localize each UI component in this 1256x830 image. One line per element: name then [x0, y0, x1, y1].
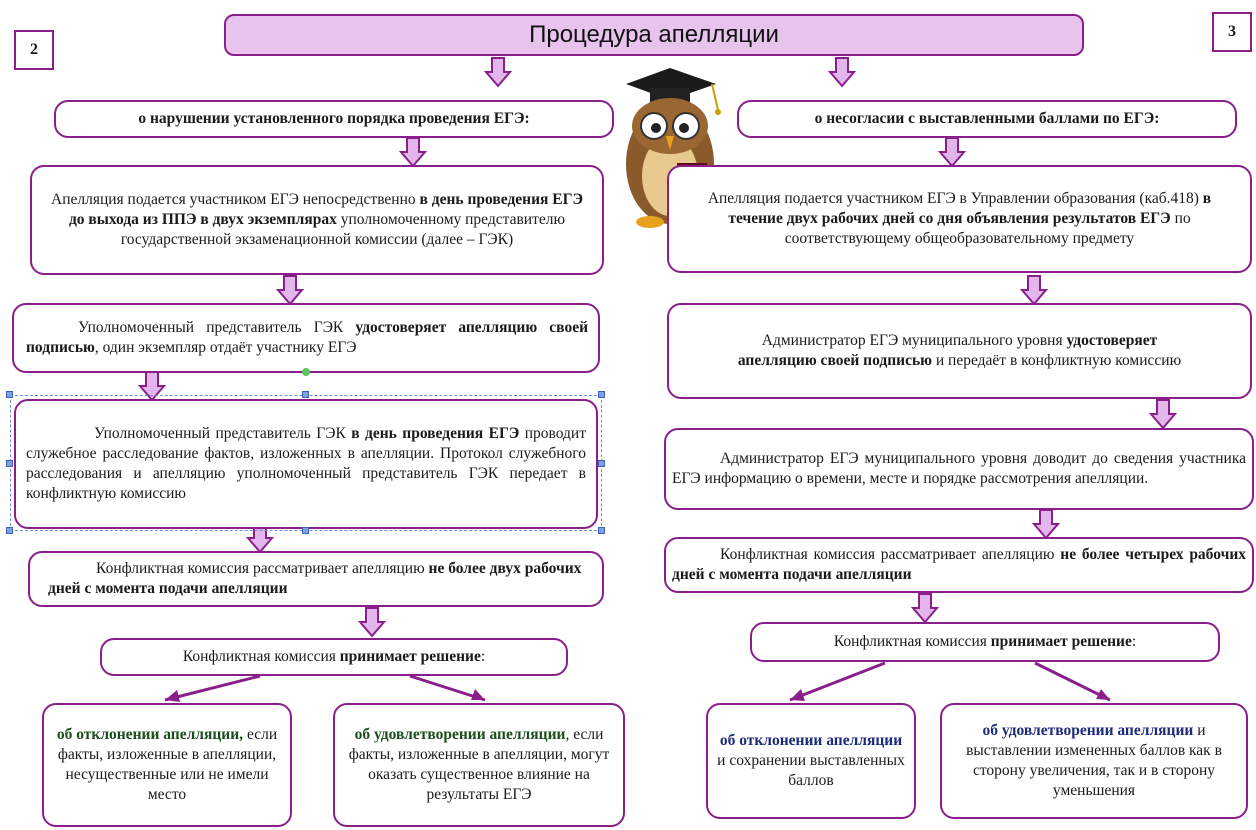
- left-step-3: Уполномоченный представитель ГЭК в день …: [14, 399, 598, 529]
- right-step-2: Администратор ЕГЭ муниципального уровня …: [667, 303, 1252, 399]
- right-step-4: Конфликтная комиссия рассматривает апелл…: [664, 537, 1254, 593]
- right-decision-bold: принимает решение: [990, 633, 1132, 650]
- right-step-2-bold: удостоверяет апелляцию своей подписью: [737, 332, 1158, 369]
- left-step-2: Уполномоченный представитель ГЭК удостов…: [12, 303, 600, 373]
- right-reject-bold: об отклонении апелляции: [719, 732, 903, 749]
- right-step-3-text: Администратор ЕГЭ муниципального уровня …: [672, 450, 1246, 487]
- left-step-2-bold: удостоверяет апелляцию своей подписью: [26, 319, 589, 356]
- left-decision-bold: принимает решение: [339, 648, 481, 665]
- right-decision-colon: :: [1131, 633, 1137, 650]
- left-reject-bold: об отклонении апелляции,: [56, 726, 244, 743]
- left-step-1-text: Апелляция подается участником ЕГЭ непоср…: [51, 191, 420, 208]
- left-outcome-reject: об отклонении апелляции, если факты, изл…: [42, 703, 292, 827]
- right-step-1-bold: в течение двух рабочих дней со дня объяв…: [728, 190, 1212, 227]
- left-reject-text: если факты, изложенные в апелляции, несу…: [57, 726, 278, 803]
- right-step-1-rest: по соответствующему общеобразовательному…: [784, 210, 1191, 247]
- left-header-text: о нарушении установленного порядка прове…: [138, 110, 530, 127]
- right-outcome-reject: об отклонении апелляции и сохранении выс…: [706, 703, 916, 819]
- right-step-2-text: Администратор ЕГЭ муниципального уровня: [761, 332, 1067, 349]
- right-step-4-bold: не более четырех рабочих дней с момента …: [672, 546, 1247, 583]
- left-step-4-text: Конфликтная комиссия рассматривает апелл…: [96, 560, 429, 577]
- left-accept-bold: об удовлетворении апелляции: [354, 726, 566, 743]
- selection-frame: [10, 395, 602, 531]
- left-step-4: Конфликтная комиссия рассматривает апелл…: [28, 551, 604, 607]
- right-step-2-rest: и передаёт в конфликтную комиссию: [932, 352, 1182, 369]
- left-step-3-bold: в день проведения ЕГЭ: [351, 425, 520, 442]
- right-outcome-accept: об удовлетворении апелляции и выставлени…: [940, 703, 1248, 819]
- page-number-left: 2: [14, 30, 54, 70]
- left-step-4-bold: не более двух рабочих дней с момента под…: [48, 560, 582, 597]
- left-step-3-rest: проводит служебное расследование фактов,…: [26, 425, 587, 502]
- selection-handle[interactable]: [6, 527, 13, 534]
- right-accept-bold: об удовлетворении апелляции: [982, 722, 1194, 739]
- rotate-handle[interactable]: [302, 368, 310, 376]
- left-step-1-bold: в день проведения ЕГЭ до выхода из ППЭ в…: [68, 191, 583, 228]
- selection-handle[interactable]: [598, 527, 605, 534]
- left-step-1-rest: уполномоченному представителю государств…: [120, 211, 566, 248]
- page-number-right: 3: [1212, 12, 1252, 52]
- right-step-1-text: Апелляция подается участником ЕГЭ в Упра…: [707, 190, 1203, 207]
- selection-handle[interactable]: [302, 391, 309, 398]
- page-title: Процедура апелляции: [224, 14, 1084, 56]
- right-header: о несогласии с выставленными баллами по …: [737, 100, 1237, 138]
- left-step-3-text: Уполномоченный представитель ГЭК: [94, 425, 352, 442]
- left-decision: Конфликтная комиссия принимает решение:: [100, 638, 568, 676]
- right-decision-text: Конфликтная комиссия: [833, 633, 991, 650]
- right-step-1: Апелляция подается участником ЕГЭ в Упра…: [667, 165, 1252, 273]
- left-outcome-accept: об удовлетворении апелляции, если факты,…: [333, 703, 625, 827]
- selection-handle[interactable]: [6, 460, 13, 467]
- selection-handle[interactable]: [598, 391, 605, 398]
- left-decision-text: Конфликтная комиссия: [182, 648, 340, 665]
- right-decision: Конфликтная комиссия принимает решение:: [750, 622, 1220, 662]
- left-accept-text: , если факты, изложенные в апелляции, мо…: [348, 726, 610, 803]
- left-step-2-text: Уполномоченный представитель ГЭК: [78, 319, 356, 336]
- right-accept-text: и выставлении измененных баллов как в ст…: [966, 722, 1222, 799]
- right-reject-text: и сохранении выставленных баллов: [717, 752, 905, 789]
- left-header: о нарушении установленного порядка прове…: [54, 100, 614, 138]
- selection-handle[interactable]: [6, 391, 13, 398]
- selection-handle[interactable]: [302, 527, 309, 534]
- right-step-4-text: Конфликтная комиссия рассматривает апелл…: [720, 546, 1061, 563]
- right-step-3: Администратор ЕГЭ муниципального уровня …: [664, 428, 1254, 510]
- left-step-1: Апелляция подается участником ЕГЭ непоср…: [30, 165, 604, 275]
- left-decision-colon: :: [480, 648, 486, 665]
- left-step-2-rest: , один экземпляр отдаёт участнику ЕГЭ: [94, 339, 357, 356]
- selection-handle[interactable]: [598, 460, 605, 467]
- right-header-text: о несогласии с выставленными баллами по …: [814, 110, 1160, 127]
